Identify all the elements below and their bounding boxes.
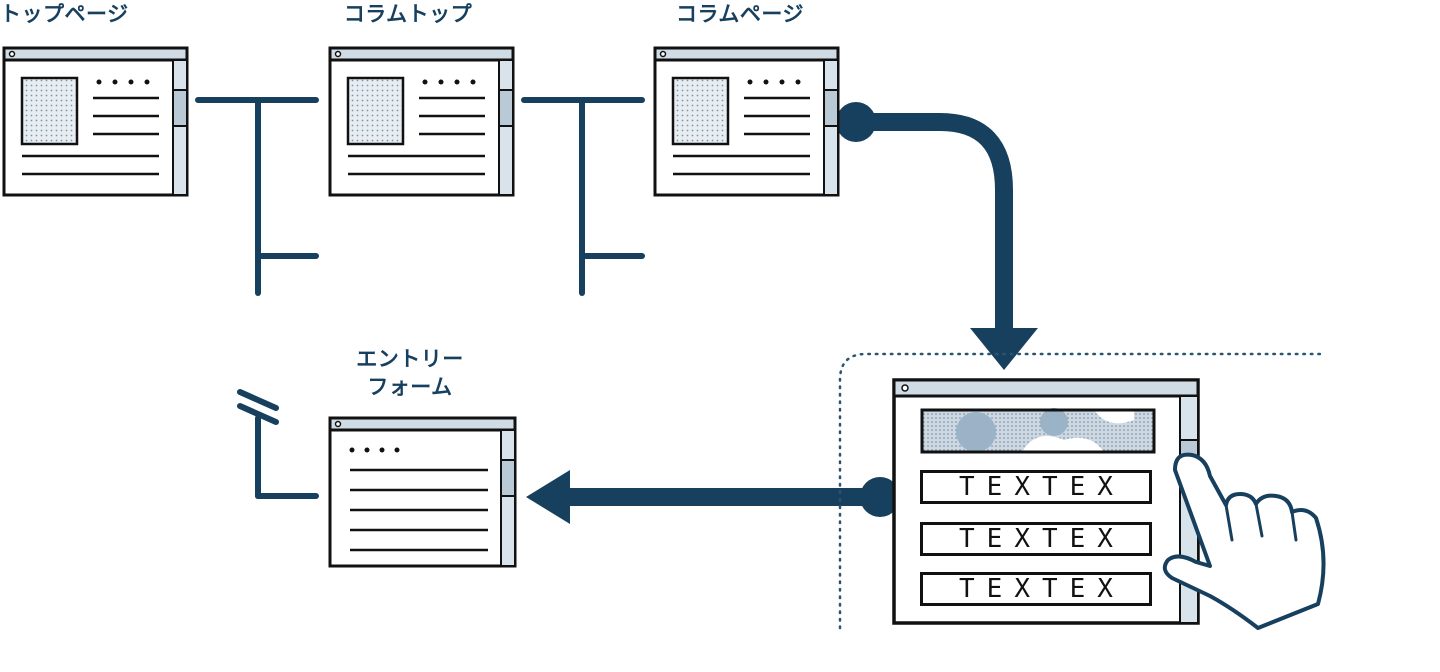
arrow-left-icon bbox=[526, 470, 900, 524]
entry-form-label-line1: エントリー bbox=[356, 347, 464, 371]
top-page-label: トップページ bbox=[0, 2, 129, 26]
hand-pointer-icon bbox=[1162, 452, 1326, 630]
option-button[interactable]: TEXTEX bbox=[920, 522, 1152, 556]
option-button-label: TEXTEX bbox=[959, 524, 1125, 554]
entry-form-label: エントリー フォーム bbox=[335, 345, 485, 401]
option-button-label: TEXTEX bbox=[959, 574, 1125, 604]
hero-banner bbox=[920, 408, 1156, 454]
option-button[interactable]: TEXTEX bbox=[920, 572, 1152, 606]
dots-region-boundary bbox=[838, 352, 1324, 630]
column-page-label: コラムページ bbox=[676, 2, 804, 26]
window-browser-icon bbox=[328, 416, 517, 568]
connector-top-to-column-top bbox=[195, 97, 319, 296]
column-top-label: コラムトップ bbox=[343, 2, 473, 26]
connector-column-top-to-column-page bbox=[521, 97, 645, 296]
window-browser-icon bbox=[2, 46, 189, 197]
window-browser-icon bbox=[653, 46, 840, 197]
arrow-right-icon bbox=[836, 102, 1038, 370]
entry-form-label-line2: フォーム bbox=[367, 375, 453, 399]
option-button[interactable]: TEXTEX bbox=[920, 470, 1152, 504]
option-button-label: TEXTEX bbox=[959, 472, 1125, 502]
connector-entry-form bbox=[237, 389, 319, 499]
window-browser-icon bbox=[328, 46, 515, 197]
